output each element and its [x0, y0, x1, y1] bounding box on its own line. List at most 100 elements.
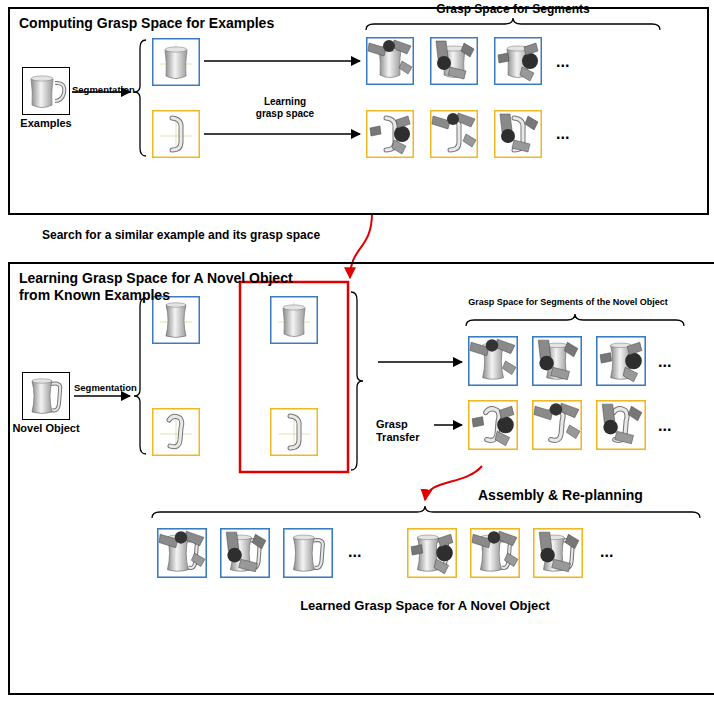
grasp-thumb: [221, 529, 269, 577]
use-shape: [293, 535, 322, 571]
brace: [134, 298, 146, 454]
segment-thumb: [153, 409, 200, 456]
use-shape: [160, 44, 192, 80]
panel-title: Learning Grasp Space for A Novel Object …: [19, 270, 319, 304]
rect-shape: [597, 337, 645, 385]
grasp-thumb: [284, 529, 332, 577]
brace: [466, 314, 684, 326]
rect-shape: [597, 401, 645, 449]
use-shape: [538, 340, 578, 380]
grasp-thumb: [367, 38, 414, 85]
use-shape: [165, 47, 187, 79]
search-arrow: [350, 213, 372, 278]
grasp-thumb: [495, 111, 542, 158]
annotation: Grasp Transfer: [376, 418, 431, 444]
use-shape: [498, 43, 538, 81]
brace: [351, 292, 363, 470]
ellipsis: ...: [556, 124, 569, 143]
segment-thumb: [271, 409, 318, 456]
grasp-thumb: [533, 401, 581, 449]
rect-shape: [533, 337, 581, 385]
use-shape: [411, 534, 453, 574]
brace: [152, 506, 700, 518]
grasp-thumb: [469, 337, 517, 385]
learning-arrow: [204, 133, 360, 135]
use-shape: [226, 532, 266, 572]
rect-shape: [158, 529, 206, 577]
example-mug: [31, 76, 64, 108]
annotation: Search for a similar example and its gra…: [40, 228, 322, 242]
ellipsis: ...: [658, 416, 671, 435]
rect-shape: [153, 409, 200, 456]
use-shape: [500, 114, 538, 152]
use-shape: [160, 302, 192, 338]
rect-shape: [469, 337, 517, 385]
segment-thumb: [153, 39, 200, 86]
rect-shape: [431, 111, 478, 158]
object-label: Examples: [20, 117, 71, 129]
segment-thumb: [153, 111, 200, 158]
use-shape: [370, 116, 410, 154]
annotation: Grasp Space for Segments of the Novel Ob…: [428, 297, 708, 308]
use-shape: [278, 414, 310, 450]
rect-shape: [153, 39, 200, 86]
ellipsis: ...: [348, 542, 361, 561]
novel-mug: [32, 379, 60, 414]
segment-thumb: [153, 297, 200, 344]
use-shape: [600, 342, 642, 382]
use-shape: [534, 403, 580, 438]
rect-shape: [153, 297, 200, 344]
rect-shape: [431, 38, 478, 85]
use-shape: [472, 406, 514, 446]
annotation: Segmentation: [74, 382, 137, 393]
use-shape: [432, 113, 476, 147]
rect-shape: [408, 529, 456, 577]
grasp-thumb: [158, 529, 206, 577]
segment-thumb: [271, 297, 318, 344]
use-shape: [278, 302, 310, 338]
use-shape: [169, 416, 182, 446]
use-shape: [290, 416, 299, 448]
grasp-thumb: [431, 38, 478, 85]
transfer-arrow: [434, 424, 462, 426]
use-shape: [436, 41, 474, 79]
ellipsis: ...: [600, 542, 613, 561]
ellipsis: ...: [556, 52, 569, 71]
rect-shape: [367, 38, 414, 85]
rect-shape: [495, 38, 542, 85]
rect-shape: [153, 111, 200, 158]
rect-shape: [495, 111, 542, 158]
use-shape: [470, 339, 516, 374]
grasp-thumb: [471, 529, 519, 577]
rect-shape: [534, 529, 582, 577]
use-shape: [602, 404, 642, 444]
grasp-thumb: [534, 529, 582, 577]
grasp-thumb: [431, 111, 478, 158]
annotation: Learning grasp space: [250, 96, 320, 120]
rect-shape: [271, 409, 318, 456]
rect-shape: [533, 401, 581, 449]
use-shape: [539, 532, 579, 572]
annotation: Grasp Space for Segments: [388, 2, 638, 16]
rect-shape: [471, 529, 519, 577]
panel: Learning Grasp Space for A Novel Object …: [8, 262, 714, 695]
use-shape: [166, 303, 186, 338]
ellipsis: ...: [658, 352, 671, 371]
grasp-thumb: [597, 337, 645, 385]
annotation: Segmentation: [72, 84, 135, 95]
object-frame: Novel Object: [22, 372, 70, 420]
assembly-arrow: [425, 466, 482, 500]
rect-shape: [469, 401, 517, 449]
rect-shape: [284, 529, 332, 577]
panel-title: Computing Grasp Space for Examples: [19, 15, 274, 32]
grasp-thumb: [367, 111, 414, 158]
rect-shape: [271, 297, 318, 344]
segmentation-arrow: [74, 395, 130, 397]
transfer-arrow: [378, 361, 462, 363]
panel: Computing Grasp Space for ExamplesExampl…: [8, 7, 709, 215]
grasp-thumb: [597, 401, 645, 449]
use-shape: [472, 531, 518, 566]
use-shape: [283, 305, 305, 337]
object-label: Novel Object: [12, 422, 79, 434]
